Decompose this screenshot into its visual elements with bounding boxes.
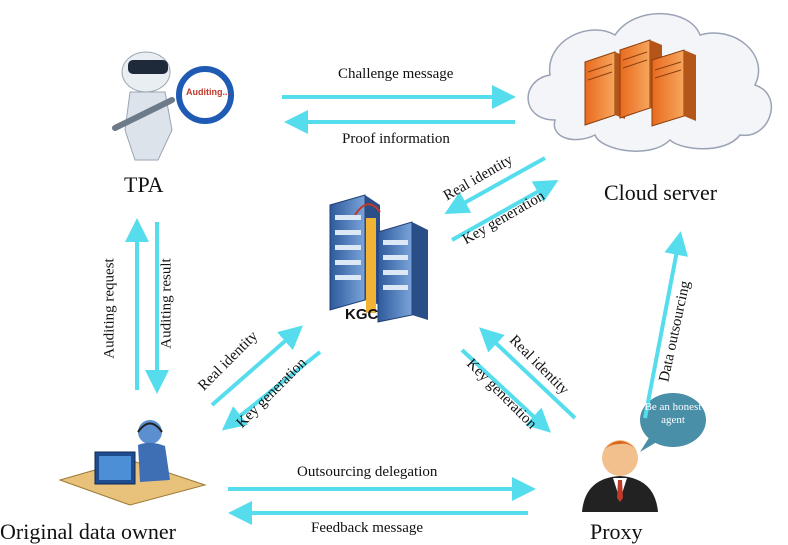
building-icon — [329, 194, 428, 323]
owner-label: Original data owner — [0, 519, 176, 544]
arrow-owner-real-identity — [210, 325, 304, 407]
arrow-data-outsourcing — [643, 231, 689, 419]
speech-bubble — [640, 393, 706, 452]
proxy-label: Proxy — [590, 519, 643, 544]
server-icon — [584, 39, 696, 127]
bubble-text: Be an honest agent — [644, 401, 702, 426]
arrow-owner-key-generation — [221, 350, 322, 431]
tpa-label: TPA — [124, 172, 164, 197]
label-challenge: Challenge message — [338, 66, 454, 82]
magnifier-text: Auditing... — [186, 87, 230, 97]
arrows — [125, 85, 689, 525]
arrow-proxy-real-identity — [479, 327, 577, 420]
arrow-cloud-key-generation — [451, 180, 559, 242]
arrow-cloud-real-identity — [444, 156, 546, 214]
kgc-label: KGC — [345, 306, 379, 323]
magnifier-icon — [112, 51, 234, 161]
label-auditing-result: Auditing result — [158, 258, 175, 349]
cloud-server-label: Cloud server — [604, 180, 718, 205]
person-icon — [582, 440, 658, 512]
computer-icon — [58, 420, 207, 506]
label-outsourcing-delegation: Outsourcing delegation — [297, 464, 438, 480]
label-feedback: Feedback message — [311, 520, 424, 536]
label-auditing-request: Auditing request — [101, 258, 118, 359]
arrow-proxy-key-generation — [460, 348, 551, 433]
label-proof: Proof information — [342, 131, 450, 147]
